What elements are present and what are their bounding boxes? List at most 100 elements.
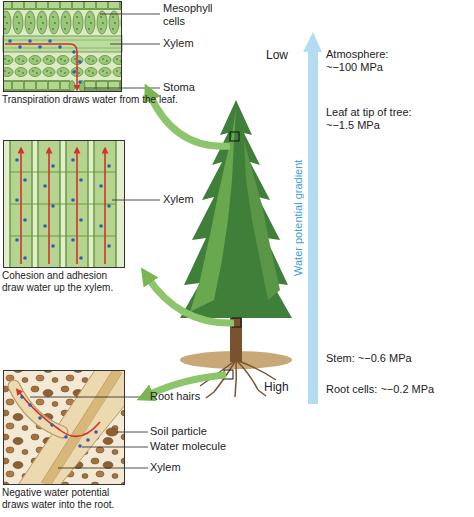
- art-shape: [71, 238, 75, 242]
- root-inset: Negative water potential draws water int…: [3, 370, 125, 485]
- art-shape: [99, 184, 103, 188]
- zoom-arrows: [148, 95, 234, 395]
- art-shape: [235, 360, 236, 397]
- art-shape: [107, 164, 111, 168]
- art-shape: [38, 45, 42, 49]
- inset-caption: Cohesion and adhesion draw water up the …: [2, 270, 124, 294]
- art-shape: [76, 150, 78, 264]
- art-shape: [148, 278, 234, 323]
- part-label: Xylem: [163, 37, 194, 50]
- art-shape: [112, 200, 160, 201]
- part-label: Stem: ~−0.6 MPa: [326, 352, 412, 365]
- art-shape: [82, 447, 148, 448]
- art-shape: [10, 204, 116, 205]
- part-label: Low: [266, 48, 288, 62]
- art-group: [15, 158, 111, 260]
- art-shape: [14, 386, 62, 432]
- art-shape: [28, 39, 32, 43]
- art-shape: [18, 391, 100, 436]
- art-shape: [79, 81, 85, 92]
- art-shape: [23, 256, 27, 260]
- art-shape: [51, 164, 55, 168]
- art-shape: [71, 158, 75, 162]
- art-shape: [79, 218, 83, 222]
- part-label: Water molecule: [150, 440, 226, 453]
- art-shape: [23, 218, 27, 222]
- art-group: [10, 172, 116, 236]
- art-shape: [107, 244, 111, 248]
- art-group: [8, 39, 82, 84]
- art-shape: [20, 395, 24, 399]
- art-group: [20, 395, 98, 448]
- art-shape: [15, 198, 19, 202]
- art-shape: [79, 178, 83, 182]
- art-shape: [79, 256, 83, 260]
- art-shape: [14, 386, 62, 432]
- part-label: Stoma: [163, 81, 195, 94]
- art-shape: [71, 198, 75, 202]
- art-shape: [28, 403, 32, 407]
- art-shape: [3, 1, 122, 92]
- art-shape: [51, 244, 55, 248]
- art-shape: [20, 150, 22, 264]
- leader-lines: [30, 14, 160, 468]
- art-shape: [78, 444, 82, 448]
- art-shape: [100, 14, 160, 15]
- art-shape: [3, 54, 122, 78]
- art-shape: [104, 150, 106, 264]
- art-shape: [58, 468, 148, 469]
- part-label: Root hairs: [150, 390, 200, 403]
- xylem-inset: Cohesion and adhesion draw water up the …: [3, 140, 125, 268]
- art-shape: [244, 140, 280, 300]
- leaf-inset: Transpiration draws water from the leaf.: [3, 1, 122, 92]
- art-shape: [51, 204, 55, 208]
- part-label: Soil particle: [150, 425, 207, 438]
- part-label: Leaf at tip of tree: ~−1.5 MPa: [326, 106, 438, 132]
- art-shape: [15, 238, 19, 242]
- art-shape: [117, 432, 148, 433]
- art-shape: [30, 397, 148, 398]
- art-shape: [69, 81, 75, 92]
- art-shape: [58, 45, 62, 49]
- arrow-head: [303, 32, 322, 52]
- art-shape: [10, 236, 116, 237]
- art-shape: [110, 44, 160, 45]
- part-label: High: [264, 380, 289, 394]
- art-shape: [99, 224, 103, 228]
- art-shape: [206, 392, 214, 398]
- part-label: Root cells: ~−0.2 MPa: [326, 383, 434, 396]
- art-group: [21, 150, 105, 264]
- art-shape: [72, 50, 76, 54]
- art-shape: [180, 100, 292, 318]
- art-shape: [50, 423, 54, 427]
- inset-caption: Negative water potential draws water int…: [2, 487, 137, 511]
- art-shape: [230, 132, 239, 141]
- art-shape: [15, 158, 19, 162]
- art-shape: [10, 172, 116, 173]
- arrow-shaft: [308, 50, 318, 404]
- art-shape: [106, 428, 118, 436]
- art-shape: [94, 430, 98, 434]
- art-shape: [8, 39, 12, 43]
- art-shape: [3, 40, 122, 41]
- art-shape: [18, 45, 22, 49]
- art-shape: [3, 1, 122, 10]
- art-shape: [84, 88, 160, 89]
- part-label: Xylem: [163, 193, 194, 206]
- art-shape: [23, 178, 27, 182]
- art-shape: [78, 60, 82, 64]
- art-shape: [236, 360, 276, 380]
- art-shape: [48, 150, 50, 264]
- art-shape: [72, 70, 76, 74]
- inset-caption: Transpiration draws water from the leaf.: [2, 94, 202, 106]
- part-label: Mesophyll cells: [163, 2, 225, 28]
- art-shape: [78, 80, 82, 84]
- art-shape: [86, 438, 90, 442]
- art-shape: [41, 370, 114, 483]
- part-label: Xylem: [150, 461, 181, 474]
- art-group: [10, 140, 116, 268]
- art-shape: [5, 44, 77, 88]
- part-label: Atmosphere: ~−100 MPa: [326, 48, 408, 74]
